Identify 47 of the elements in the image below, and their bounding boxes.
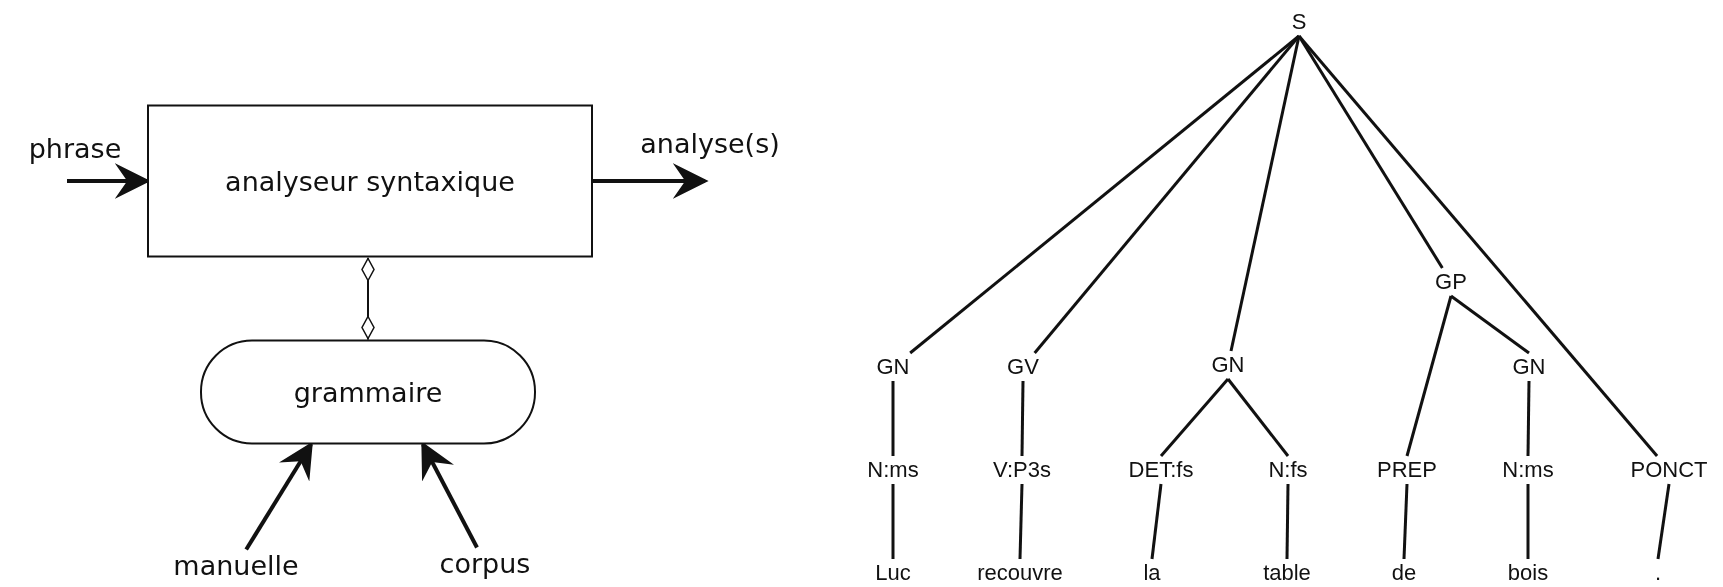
node-label: analyseur syntaxique <box>225 165 515 197</box>
source-label: corpus <box>439 547 531 579</box>
tree-branch-line <box>1297 35 1659 457</box>
pos-tag: N:ms <box>864 456 922 484</box>
node-label: grammaire <box>293 376 443 408</box>
word-label: la <box>1140 559 1164 587</box>
tree-branch-line <box>891 381 895 456</box>
tree-node-label: S <box>1288 8 1310 36</box>
pos-tag: V:P3s <box>990 456 1054 484</box>
tree-node-label: GN <box>873 353 913 381</box>
tree-node-label: GN <box>1509 353 1549 381</box>
word-label: table <box>1260 559 1314 587</box>
edge-label: phrase <box>28 132 122 164</box>
word-label: de <box>1388 559 1420 587</box>
tree-branch-line <box>909 34 1300 355</box>
aggregation-connector <box>361 256 375 341</box>
tree-branch-line <box>1526 380 1531 457</box>
tree-branch-line <box>1285 483 1290 560</box>
tree-branch-line <box>891 484 895 559</box>
tree-node-label: GP <box>1432 268 1470 296</box>
source-label: manuelle <box>173 549 299 581</box>
tree-branch-line <box>1450 294 1530 355</box>
pos-tag: PONCT <box>1627 456 1711 484</box>
word-label: Luc <box>872 559 914 587</box>
tree-branch-line <box>1020 380 1025 457</box>
arrow <box>593 163 709 199</box>
word-label: recouvre <box>974 559 1066 587</box>
tree-branch-line <box>1405 295 1453 457</box>
tree-branch-line <box>1018 483 1024 560</box>
pos-tag: PREP <box>1374 456 1440 484</box>
tree-branch-line <box>1229 35 1301 352</box>
word-label: bois <box>1504 559 1552 587</box>
tree-branch-line <box>1150 483 1163 560</box>
tree-branch-line <box>1526 484 1530 559</box>
tree-node-label: GN <box>1208 351 1248 379</box>
process-box <box>147 104 593 258</box>
word-label: . <box>1651 559 1665 587</box>
tree-branch-line <box>1226 378 1290 457</box>
tree-branch-line <box>1402 483 1409 560</box>
tree-branch-line <box>1159 378 1230 457</box>
tree-node-label: GV <box>1004 353 1042 381</box>
tree-branch-line <box>1033 35 1301 354</box>
tree-branch-line <box>1656 483 1671 560</box>
pos-tag: N:fs <box>1265 456 1311 484</box>
pos-tag: N:ms <box>1499 456 1557 484</box>
pos-tag: DET:fs <box>1125 456 1197 484</box>
edge-label: analyse(s) <box>640 127 780 159</box>
